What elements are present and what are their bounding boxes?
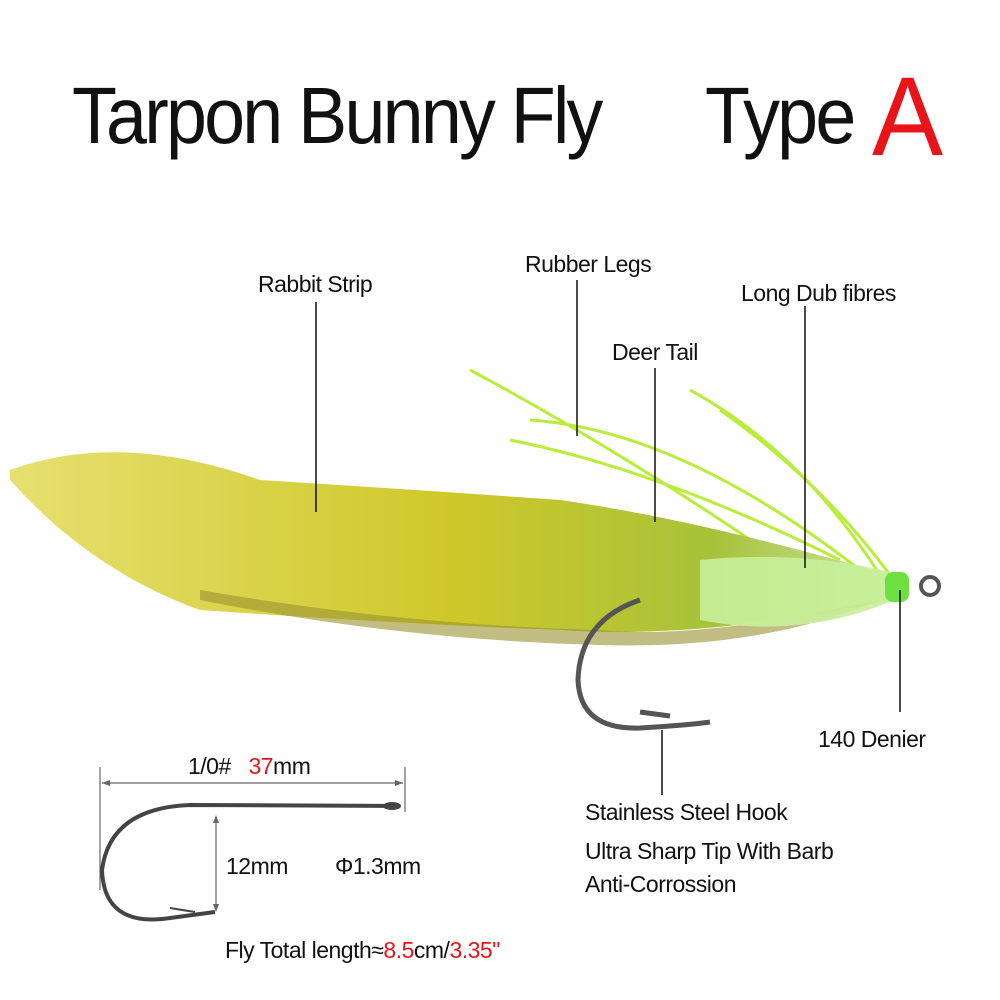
label-hook-material: Stainless Steel Hook: [585, 799, 788, 825]
label-rubber-legs: Rubber Legs: [525, 251, 652, 277]
hook-length-label: 1/0# 37mm: [188, 753, 311, 780]
hook-size: 1/0#: [188, 753, 231, 779]
callout-lines: [315, 280, 901, 795]
page-title: Tarpon Bunny Fly: [72, 71, 603, 160]
label-denier: 140 Denier: [818, 726, 926, 752]
fur-belly: [200, 590, 880, 646]
rubber-legs: [469, 368, 892, 576]
hook-diameter: Φ1.3mm: [335, 853, 421, 879]
total-length-inch: 3.35": [449, 937, 500, 963]
label-hook-tip: Ultra Sharp Tip With Barb: [585, 838, 834, 864]
label-long-dub: Long Dub fibres: [741, 280, 896, 306]
hook: [575, 575, 941, 731]
type-label: Type: [705, 71, 856, 160]
hook-length-unit: mm: [273, 753, 311, 779]
total-length: Fly Total length≈8.5cm/3.35": [225, 937, 500, 964]
hook-length-value: 37: [248, 753, 274, 779]
total-length-cm: 8.5: [383, 937, 414, 963]
total-length-prefix: Fly Total length≈: [225, 937, 384, 963]
type-letter: A: [872, 54, 943, 179]
label-rabbit-strip: Rabbit Strip: [258, 271, 373, 297]
hook-gap: 12mm: [226, 853, 288, 879]
total-length-cm-unit: cm/: [413, 937, 450, 963]
label-hook-corrosion: Anti-Corrossion: [585, 871, 737, 897]
label-deer-tail: Deer Tail: [612, 339, 698, 365]
thread-head-140-denier: [885, 572, 909, 602]
hook-diagram: [99, 767, 406, 922]
long-dub-body: [700, 556, 895, 627]
rabbit-strip: [10, 452, 890, 632]
